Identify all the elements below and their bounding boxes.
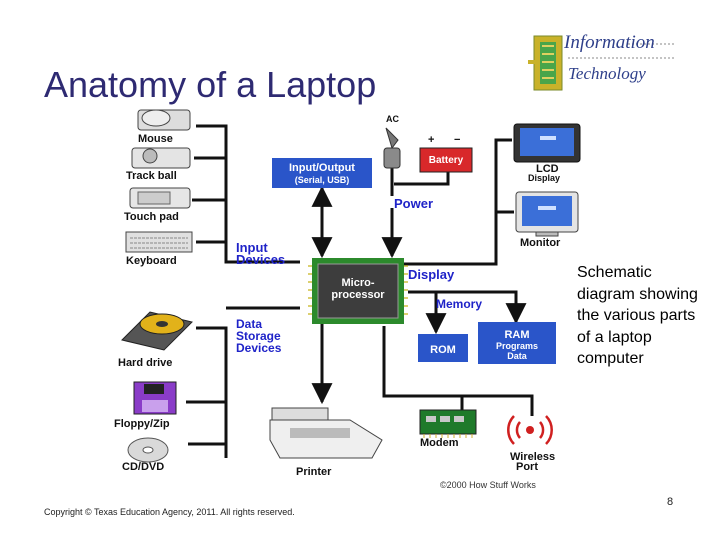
label-lcd: LCD (536, 163, 559, 175)
memory-label: Memory (436, 297, 482, 311)
cpu-label-1: Micro- (342, 277, 375, 289)
input-devices-label-1: Input (236, 240, 268, 255)
label-cd-dvd: CD/DVD (122, 461, 164, 473)
label-monitor: Monitor (520, 237, 561, 249)
hard-drive-icon (121, 311, 193, 351)
modem-icon (419, 409, 477, 438)
diagram-credit: ©2000 How Stuff Works (440, 480, 536, 490)
label-floppy-zip: Floppy/Zip (114, 418, 170, 430)
storage-label-1: Data (236, 317, 262, 331)
lcd-display-icon (513, 123, 581, 163)
wireless-port-icon (507, 415, 553, 445)
battery-icon: + − Battery (419, 134, 473, 173)
monitor-icon (515, 191, 579, 237)
ram-label: RAM (504, 329, 529, 341)
page-number: 8 (667, 496, 674, 508)
storage-label-2: Storage (236, 329, 281, 343)
io-sublabel: (Serial, USB) (295, 175, 350, 185)
slide-title: Anatomy of a Laptop (44, 64, 377, 105)
mouse-icon (137, 109, 191, 131)
connection-lines (186, 124, 534, 458)
label-trackball: Track ball (126, 170, 177, 182)
floppy-icon (133, 381, 177, 415)
slide-caption: Schematic diagram showing the various pa… (577, 264, 698, 368)
label-touchpad: Touch pad (124, 211, 179, 223)
input-devices-label-2: Devices (236, 252, 285, 267)
ram-box: RAM Programs Data (478, 322, 556, 364)
logo-emblem (528, 35, 674, 91)
keyboard-icon (125, 231, 193, 253)
ram-programs-label: Programs (496, 341, 538, 351)
power-label: Power (394, 196, 433, 211)
svg-text:+: + (428, 134, 434, 146)
logo-text-technology: Technology (568, 64, 646, 83)
svg-text:−: − (454, 134, 460, 146)
label-modem: Modem (420, 437, 459, 449)
microprocessor-chip: Micro- processor (308, 258, 408, 324)
ac-plug-icon (383, 127, 401, 169)
touchpad-icon (129, 187, 191, 209)
label-printer: Printer (296, 466, 332, 478)
label-lcd-display: Display (528, 173, 560, 183)
rom-label: ROM (430, 344, 456, 356)
io-label: Input/Output (289, 162, 355, 174)
cd-dvd-icon (127, 437, 169, 463)
copyright-footer: Copyright © Texas Education Agency, 2011… (44, 507, 295, 517)
ram-data-label: Data (507, 351, 528, 361)
printer-icon (269, 407, 383, 459)
label-keyboard: Keyboard (126, 255, 177, 267)
battery-label: Battery (429, 155, 464, 166)
storage-label-3: Devices (236, 341, 282, 355)
input-output-box: Input/Output (Serial, USB) (272, 158, 372, 188)
label-mouse: Mouse (138, 133, 173, 145)
trackball-icon (131, 147, 191, 169)
label-hard-drive: Hard drive (118, 357, 172, 369)
rom-box: ROM (418, 334, 468, 362)
label-ac: AC (386, 114, 399, 124)
label-wireless-port: Port (516, 461, 538, 473)
information-technology-logo: Information Technology (528, 30, 678, 96)
label-wireless: Wireless (510, 451, 555, 463)
cpu-label-2: processor (331, 289, 385, 301)
display-label: Display (408, 267, 455, 282)
logo-text-information: Information (564, 32, 655, 53)
